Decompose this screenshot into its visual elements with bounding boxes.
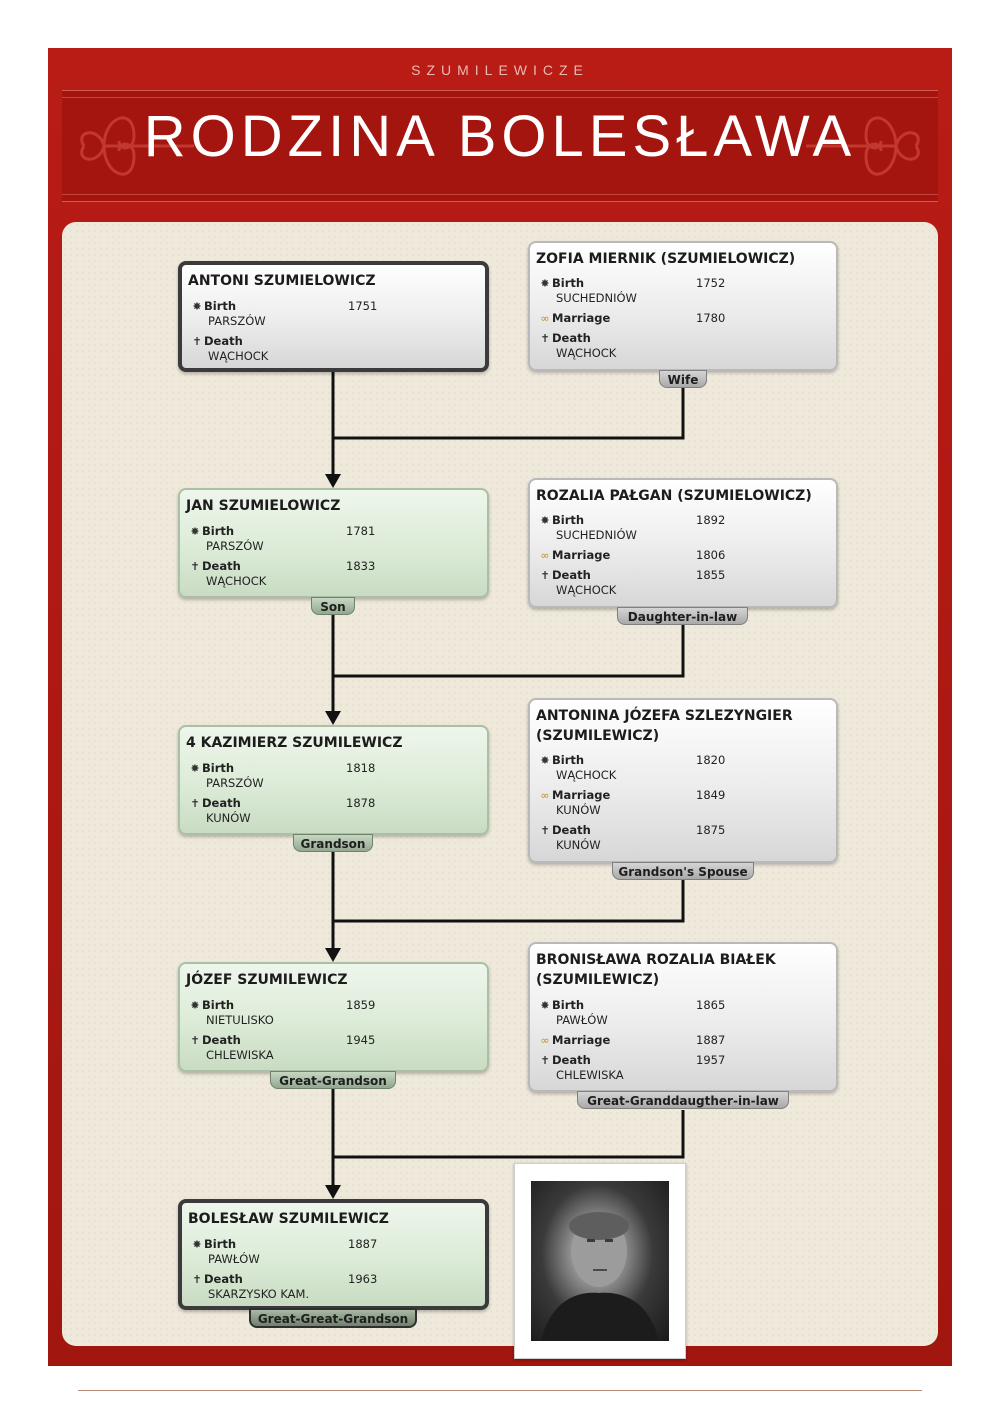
marriage-event: ∞Marriage 1780 [538,311,828,326]
portrait-photo [514,1163,686,1359]
cross-icon: ✝ [540,824,550,837]
person-card-rozalia[interactable]: ROZALIA PAŁGAN (SZUMIELOWICZ) ✸Birth 189… [528,478,838,608]
birth-event: ✸Birth 1865 PAWŁÓW [538,998,828,1028]
person-name: JAN SZUMIELOWICZ [186,498,341,514]
death-event: ✝Death WĄCHOCK [538,331,828,361]
rings-icon: ∞ [540,549,550,562]
birth-event: ✸Birth 1818 PARSZÓW [188,761,478,791]
relation-tag: Son [311,597,355,615]
relation-tag: Great-Grandson [270,1071,396,1089]
marriage-event: ∞Marriage 1806 [538,548,828,563]
rings-icon: ∞ [540,1034,550,1047]
death-event: ✝Death WĄCHOCK [190,334,480,364]
death-event: ✝Death 1875 KUNÓW [538,823,828,853]
relation-tag: Grandson [293,834,373,852]
person-card-boleslaw[interactable]: BOLESŁAW SZUMILEWICZ ✸Birth 1887 PAWŁÓW … [178,1199,489,1310]
cross-icon: ✝ [540,1054,550,1067]
footer-rule [78,1390,922,1391]
birth-event: ✸Birth 1752 SUCHEDNIÓW [538,276,828,306]
cross-icon: ✝ [192,335,202,348]
birth-star-icon: ✸ [192,300,202,313]
cross-icon: ✝ [540,332,550,345]
birth-event: ✸Birth 1887 PAWŁÓW [190,1237,480,1267]
birth-event: ✸Birth 1859 NIETULISKO [188,998,478,1028]
person-card-jozef[interactable]: JÓZEF SZUMILEWICZ ✸Birth 1859 NIETULISKO… [178,962,489,1072]
birth-event: ✸Birth 1892 SUCHEDNIÓW [538,513,828,543]
person-name: BRONISŁAWA ROZALIA BIAŁEK(SZUMILEWICZ) [536,952,776,988]
cross-icon: ✝ [192,1273,202,1286]
birth-star-icon: ✸ [540,999,550,1012]
birth-event: ✸Birth 1820 WĄCHOCK [538,753,828,783]
birth-star-icon: ✸ [540,514,550,527]
birth-star-icon: ✸ [190,762,200,775]
birth-star-icon: ✸ [540,277,550,290]
relation-tag: Grandson's Spouse [612,862,754,880]
page-title: RODZINA BOLESŁAWA [143,104,857,169]
title-banner [62,90,938,202]
cross-icon: ✝ [190,560,200,573]
person-name: ROZALIA PAŁGAN (SZUMIELOWICZ) [536,488,812,504]
cross-icon: ✝ [540,569,550,582]
birth-star-icon: ✸ [190,525,200,538]
person-name: BOLESŁAW SZUMILEWICZ [188,1211,389,1227]
person-card-antonina[interactable]: ANTONINA JÓZEFA SZLEZYNGIER(SZUMILEWICZ)… [528,698,838,863]
birth-star-icon: ✸ [540,754,550,767]
person-card-antoni[interactable]: ANTONI SZUMIELOWICZ ✸Birth 1751 PARSZÓW … [178,261,489,372]
relation-tag: Great-Great-Grandson [249,1308,417,1328]
person-card-kazimierz[interactable]: 4 KAZIMIERZ SZUMILEWICZ ✸Birth 1818 PARS… [178,725,489,835]
person-name: 4 KAZIMIERZ SZUMILEWICZ [186,735,403,751]
death-event: ✝Death 1945 CHLEWISKA [188,1033,478,1063]
rings-icon: ∞ [540,789,550,802]
fleur-ornament-left-icon [80,116,194,176]
fleur-ornament-right-icon [806,116,920,176]
person-card-zofia[interactable]: ZOFIA MIERNIK (SZUMIELOWICZ) ✸Birth 1752… [528,241,838,371]
death-event: ✝Death 1963 SKARZYSKO KAM. [190,1272,480,1302]
person-name: ZOFIA MIERNIK (SZUMIELOWICZ) [536,251,796,267]
birth-star-icon: ✸ [192,1238,202,1251]
birth-event: ✸Birth 1751 PARSZÓW [190,299,480,329]
death-event: ✝Death 1855 WĄCHOCK [538,568,828,598]
cross-icon: ✝ [190,797,200,810]
person-name: ANTONINA JÓZEFA SZLEZYNGIER(SZUMILEWICZ) [536,708,793,744]
death-event: ✝Death 1878 KUNÓW [188,796,478,826]
person-name: ANTONI SZUMIELOWICZ [188,273,376,289]
cross-icon: ✝ [190,1034,200,1047]
birth-event: ✸Birth 1781 PARSZÓW [188,524,478,554]
person-card-bronislawa[interactable]: BRONISŁAWA ROZALIA BIAŁEK(SZUMILEWICZ) ✸… [528,942,838,1092]
relation-tag: Great-Granddaugther-in-law [577,1091,789,1109]
marriage-event: ∞Marriage 1849 KUNÓW [538,788,828,818]
relation-tag: Wife [659,370,707,388]
marriage-event: ∞Marriage 1887 [538,1033,828,1048]
portrait-image [531,1181,669,1341]
birth-star-icon: ✸ [190,999,200,1012]
person-name: JÓZEF SZUMILEWICZ [186,972,348,988]
death-event: ✝Death 1833 WĄCHOCK [188,559,478,589]
rings-icon: ∞ [540,312,550,325]
surname-heading: SZUMILEWICZE [411,62,589,78]
person-card-jan[interactable]: JAN SZUMIELOWICZ ✸Birth 1781 PARSZÓW ✝De… [178,488,489,598]
death-event: ✝Death 1957 CHLEWISKA [538,1053,828,1083]
relation-tag: Daughter-in-law [617,607,748,625]
